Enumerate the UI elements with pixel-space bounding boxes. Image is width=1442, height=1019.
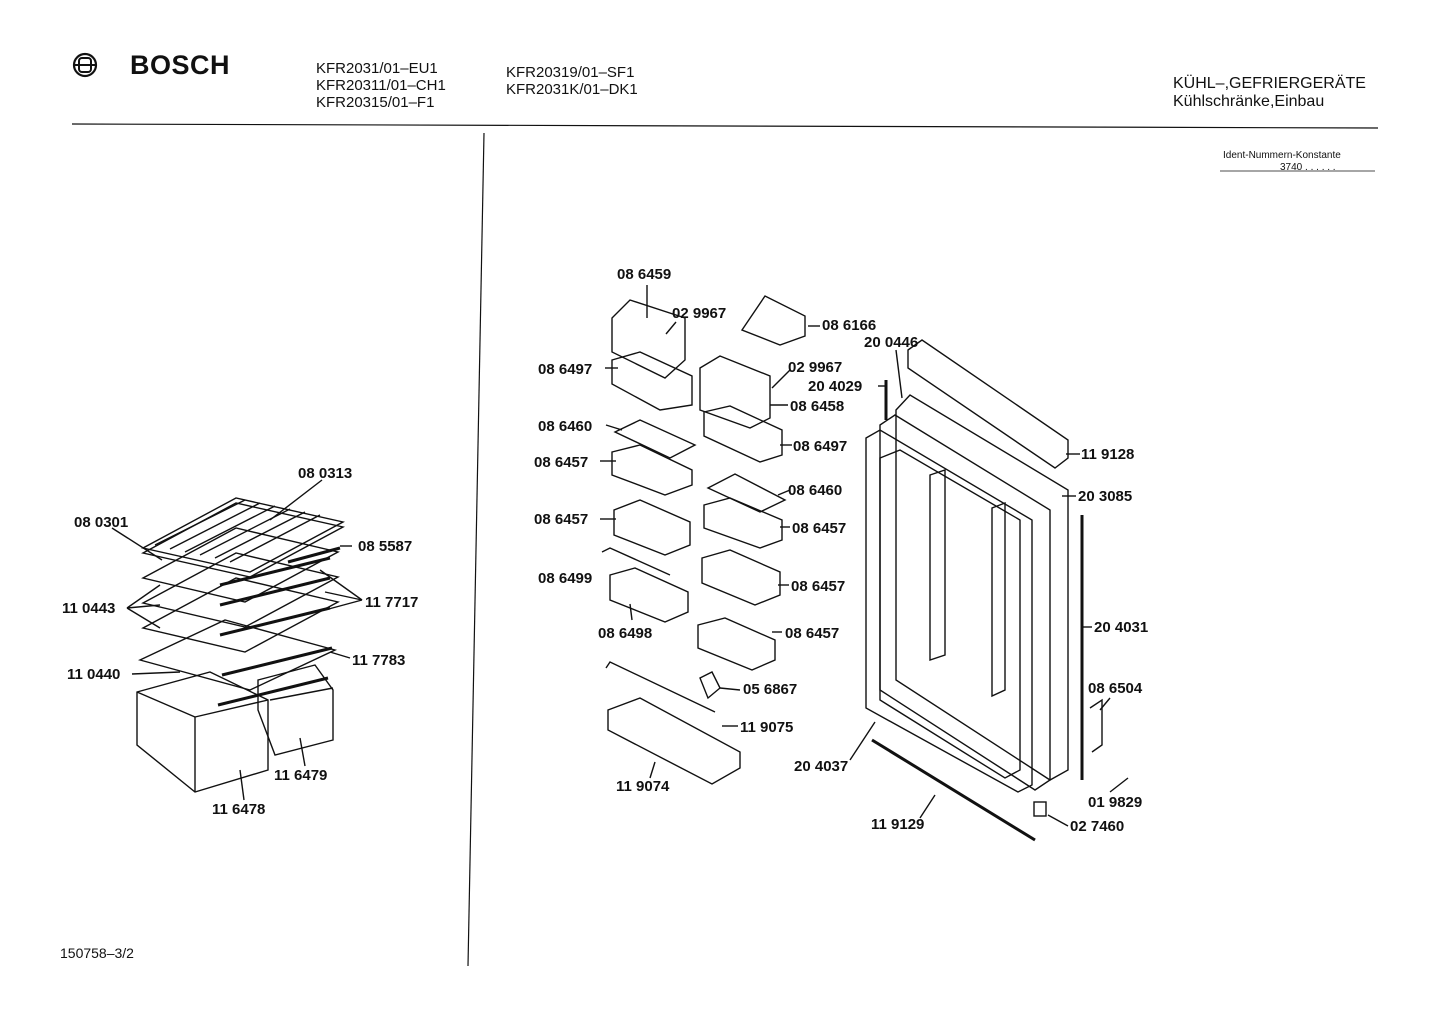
small-box xyxy=(740,295,806,346)
crisper-drawer xyxy=(257,664,334,756)
egg-tray xyxy=(706,473,787,513)
glass-shelf xyxy=(137,619,338,691)
door-bin xyxy=(703,497,783,549)
door-bins-drawing xyxy=(601,295,806,785)
part-label: 08 6457 xyxy=(792,520,846,537)
wire-shelf xyxy=(141,527,340,603)
part-label: 11 7783 xyxy=(352,652,405,669)
door-bin xyxy=(701,549,781,606)
brand-name: BOSCH xyxy=(130,50,231,80)
part-label: 08 6166 xyxy=(822,317,876,334)
part-label: 08 6499 xyxy=(538,570,592,587)
part-labels: 08 0313 08 0301 08 5587 11 0443 11 7717 … xyxy=(62,266,1148,835)
part-label: 01 9829 xyxy=(1088,794,1142,811)
part-label: 11 0443 xyxy=(62,600,115,617)
part-label: 20 4031 xyxy=(1094,619,1148,636)
door-bin xyxy=(697,617,776,671)
bottom-strip xyxy=(871,738,1036,842)
door-bin xyxy=(609,567,689,623)
part-label: 08 6460 xyxy=(538,418,592,435)
model-number: KFR20319/01–SF1 xyxy=(506,64,635,81)
wire-shelf xyxy=(141,552,340,628)
door-bin xyxy=(611,351,693,411)
part-label: 11 6479 xyxy=(274,767,327,784)
part-label: 20 3085 xyxy=(1078,488,1132,505)
hinge-cap xyxy=(1033,801,1047,817)
category-title: KÜHL–,GEFRIERGERÄTE Kühlschränke,Einbau xyxy=(1173,75,1366,111)
model-number: KFR20315/01–F1 xyxy=(316,94,435,111)
part-label: 11 7717 xyxy=(365,594,418,611)
part-label: 08 6457 xyxy=(785,625,839,642)
part-label: 20 0446 xyxy=(864,334,918,351)
clip xyxy=(699,671,721,700)
part-label: 11 6478 xyxy=(212,801,265,818)
part-label: 08 6497 xyxy=(793,438,847,455)
page-divider xyxy=(467,132,485,967)
shelf-stack-drawing xyxy=(136,497,345,793)
door-liner xyxy=(879,414,1051,791)
part-label: 08 6459 xyxy=(617,266,671,283)
part-label: 11 9075 xyxy=(740,719,793,736)
bin-lid xyxy=(611,299,686,379)
part-label: 08 0313 xyxy=(298,465,352,482)
ident-label: Ident-Nummern-Konstante xyxy=(1223,150,1341,161)
part-label: 20 4037 xyxy=(794,758,848,775)
bottle-shelf xyxy=(607,697,741,785)
part-label: 11 9128 xyxy=(1081,446,1134,463)
part-label: 02 9967 xyxy=(672,305,726,322)
part-label: 08 6460 xyxy=(788,482,842,499)
bin-lid xyxy=(699,355,771,429)
crisper-drawer xyxy=(136,671,269,793)
ident-value: 3740 . . . . . . xyxy=(1280,162,1336,173)
door-panel xyxy=(865,429,1033,793)
category-subline: Kühlschränke,Einbau xyxy=(1173,93,1325,110)
door-frame xyxy=(895,394,1069,781)
door-bin xyxy=(703,405,783,463)
part-label: 20 4029 xyxy=(808,378,862,395)
door-seal-top xyxy=(907,339,1069,469)
part-label: 08 6457 xyxy=(534,511,588,528)
inner-rib xyxy=(929,469,946,661)
part-label: 08 5587 xyxy=(358,538,412,555)
part-label: 11 9129 xyxy=(871,816,924,833)
part-label: 02 7460 xyxy=(1070,818,1124,835)
part-label: 08 6457 xyxy=(791,578,845,595)
model-number: KFR20311/01–CH1 xyxy=(316,77,446,94)
part-label: 08 6458 xyxy=(790,398,844,415)
part-label: 11 9074 xyxy=(616,778,670,795)
part-label: 08 6457 xyxy=(534,454,588,471)
door-bin xyxy=(613,499,691,556)
egg-tray xyxy=(613,419,697,459)
part-label: 08 6497 xyxy=(538,361,592,378)
door-assembly-drawing xyxy=(865,339,1103,842)
part-label: 08 6504 xyxy=(1088,680,1143,697)
model-number: KFR2031K/01–DK1 xyxy=(506,81,638,98)
model-list-2: KFR20319/01–SF1 KFR2031K/01–DK1 xyxy=(506,64,638,98)
part-label: 08 6498 xyxy=(598,625,652,642)
bosch-logo-icon xyxy=(72,52,98,83)
wire-shelf xyxy=(141,577,340,653)
part-label: 05 6867 xyxy=(743,681,797,698)
header-rule xyxy=(71,123,1379,129)
model-number: KFR2031/01–EU1 xyxy=(316,60,438,77)
part-label: 11 0440 xyxy=(67,666,120,683)
category-line: KÜHL–,GEFRIERGERÄTE xyxy=(1173,75,1366,92)
part-label: 02 9967 xyxy=(788,359,842,376)
part-label: 08 0301 xyxy=(74,514,128,531)
door-bin xyxy=(611,444,693,496)
model-list-1: KFR2031/01–EU1 KFR20311/01–CH1 KFR20315/… xyxy=(316,60,446,111)
document-number: 150758–3/2 xyxy=(60,945,134,961)
